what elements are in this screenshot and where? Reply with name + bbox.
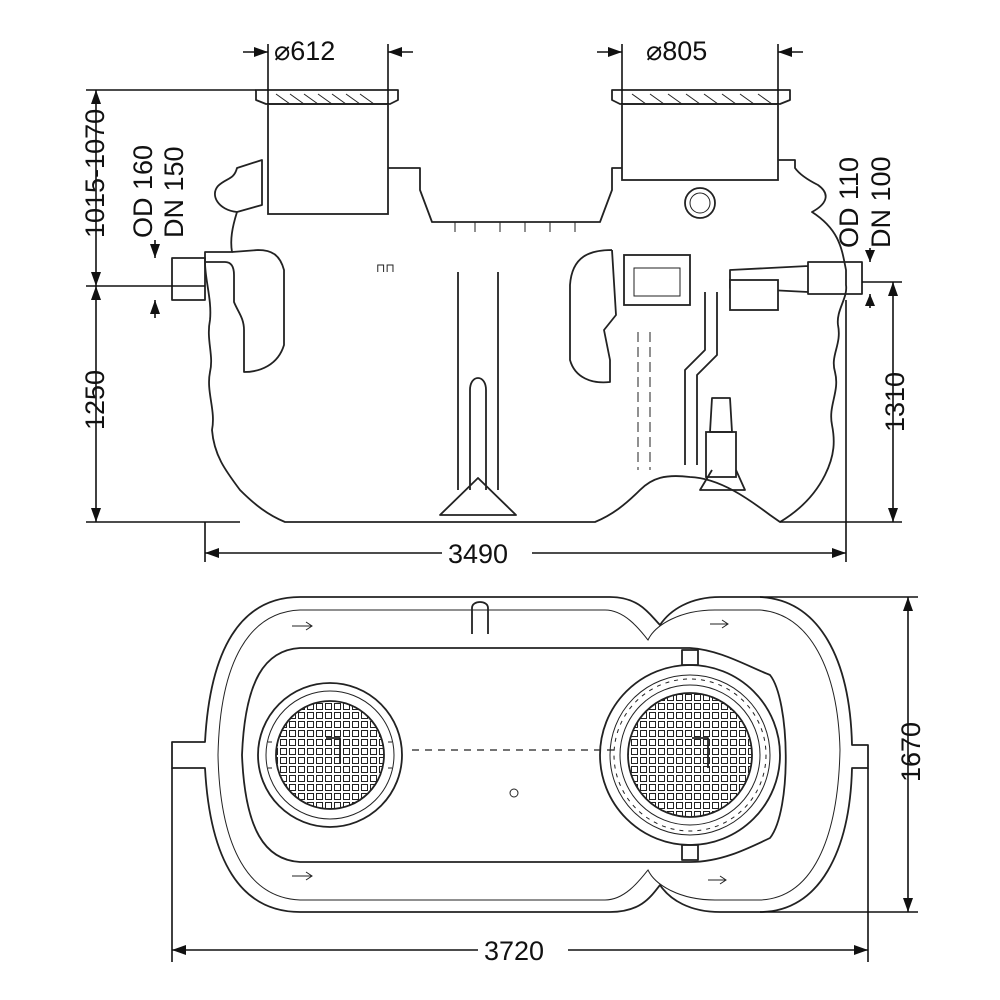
vent-stub <box>471 601 489 634</box>
dim-inlet-od: OD 160 <box>128 145 158 238</box>
right-cover-frame <box>611 89 791 105</box>
dim-overall-length: 3720 <box>484 936 544 966</box>
tank-top-ribs <box>454 222 576 232</box>
left-cover-ribs <box>275 93 375 105</box>
top-deck <box>241 647 787 863</box>
top-view <box>171 596 869 913</box>
inlet-pipe <box>171 257 206 301</box>
top-inner-rim <box>217 609 841 901</box>
flow-arrow-icon <box>710 619 729 629</box>
right-cover-tabs <box>681 649 699 861</box>
pump-motor <box>699 397 746 491</box>
top-dimensions: 1670 3720 <box>171 596 926 966</box>
dim-inlet-dn: DN 150 <box>159 146 189 238</box>
flow-arrow-icon <box>292 621 313 631</box>
dim-height-top: 1015-1070 <box>80 109 110 238</box>
svg-text:⊓⊓: ⊓⊓ <box>376 261 395 275</box>
float-switch-chain <box>637 332 651 470</box>
right-manhole-cover <box>627 692 753 818</box>
separation-wall <box>439 272 517 516</box>
dim-left-cover: ⌀612 <box>274 36 335 66</box>
right-cover-ribs <box>631 93 773 105</box>
check-valve <box>623 254 691 306</box>
pump <box>705 431 737 478</box>
dim-inlet-height: 1250 <box>80 370 110 430</box>
flow-arrow-icon <box>708 875 727 885</box>
side-dimensions: ⌀612 ⌀805 1015-1070 OD 160 DN 150 1250 O… <box>80 36 910 569</box>
dim-right-cover: ⌀805 <box>646 36 707 66</box>
left-manhole-cover <box>275 700 385 810</box>
left-cover-handle-icon <box>326 737 341 764</box>
flow-arrow-icon <box>292 871 313 881</box>
vent-opening <box>684 187 716 219</box>
tank-top-channel <box>388 167 622 223</box>
side-view: ⊓⊓ <box>171 89 863 523</box>
chamber-baffle <box>569 249 617 384</box>
gate-valve <box>729 279 779 311</box>
right-shaft <box>621 103 779 181</box>
dim-outlet-height: 1310 <box>880 372 910 432</box>
riser-pipe <box>684 292 718 465</box>
dim-overall-width: 1670 <box>896 722 926 782</box>
tank-body-outline <box>204 159 848 523</box>
right-cover-handle-icon <box>692 737 709 768</box>
inlet-baffle <box>205 249 285 373</box>
dim-body-length: 3490 <box>448 539 508 569</box>
left-cover-rim <box>257 682 403 828</box>
dim-outlet-dn: DN 100 <box>866 156 896 248</box>
dim-outlet-od: OD 110 <box>834 157 864 248</box>
left-cover-dots <box>268 741 392 769</box>
left-cover-frame <box>255 89 399 105</box>
left-shaft <box>267 103 389 215</box>
